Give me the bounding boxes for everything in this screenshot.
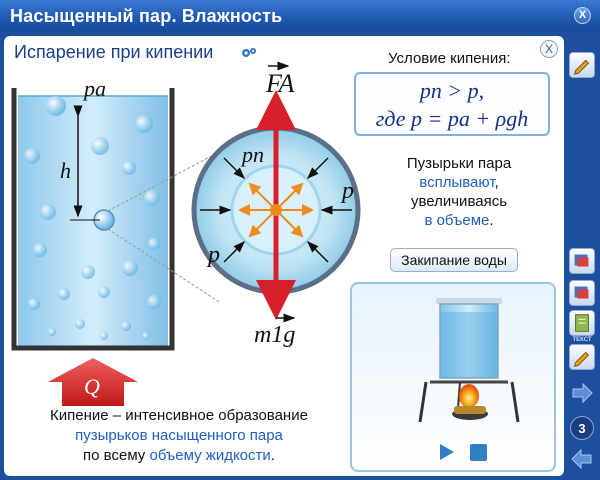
- page-number: 3: [570, 416, 594, 440]
- label-Q: Q: [84, 374, 100, 399]
- pencil-icon: [573, 59, 590, 75]
- boiling-animation: [418, 298, 520, 423]
- test-icon: [575, 314, 589, 332]
- vapor-pressure-arrows: [238, 182, 314, 238]
- test-label: ТЕКСТ: [572, 337, 592, 343]
- water-column: [18, 96, 168, 346]
- title-bar: Насыщенный пар. Влажность X: [0, 0, 600, 32]
- book-icon: [574, 286, 589, 299]
- content-panel: Испарение при кипении X: [4, 36, 564, 476]
- boil-water-button[interactable]: Закипание воды: [390, 248, 518, 272]
- label-h: h: [60, 158, 71, 183]
- stop-icon[interactable]: [470, 444, 487, 461]
- formula-box: pn > p, где p = pa + ρgh: [354, 72, 550, 136]
- pencil-button[interactable]: [569, 52, 595, 78]
- check-button[interactable]: [569, 344, 595, 370]
- play-icon[interactable]: [436, 442, 456, 462]
- label-p-right: p: [340, 178, 354, 204]
- right-sidebar: ТЕКСТ 3: [566, 36, 598, 476]
- book-button[interactable]: [569, 248, 595, 274]
- panel-heading: Испарение при кипении: [14, 42, 214, 62]
- label-pn: pn: [240, 142, 264, 167]
- bubbles-description: Пузырьки пара всплывают, увеличиваясь в …: [406, 155, 512, 229]
- window-title: Насыщенный пар. Влажность: [10, 6, 283, 26]
- test-button[interactable]: [569, 310, 595, 336]
- formula-line-1: pn > p,: [419, 78, 485, 103]
- pencil-icon: [573, 351, 590, 367]
- panel-close-button[interactable]: X: [540, 40, 558, 58]
- heat-arrow: [48, 358, 138, 406]
- external-pressure-arrows: [200, 157, 352, 263]
- formula-line-2: где p = pa + ρgh: [375, 106, 529, 131]
- label-FA: FA: [265, 69, 295, 98]
- label-mg: m1g: [254, 322, 295, 348]
- arrow-right-icon[interactable]: [569, 380, 595, 406]
- book-icon: [574, 254, 589, 267]
- beaker-outline: [11, 88, 175, 351]
- arrow-left-icon[interactable]: [569, 446, 595, 472]
- vapor-bubbles: [24, 96, 161, 340]
- boiling-definition: Кипение – интенсивное образование пузырь…: [50, 407, 308, 464]
- label-p-left: p: [206, 242, 220, 268]
- condition-title: Условие кипения:: [388, 50, 511, 67]
- window-close-button[interactable]: X: [574, 7, 591, 24]
- animation-panel: [350, 282, 556, 472]
- gear-icon[interactable]: [240, 46, 258, 60]
- boiling-diagram: h pa: [11, 61, 361, 406]
- book-button-2[interactable]: [569, 280, 595, 306]
- label-pa: pa: [82, 76, 106, 101]
